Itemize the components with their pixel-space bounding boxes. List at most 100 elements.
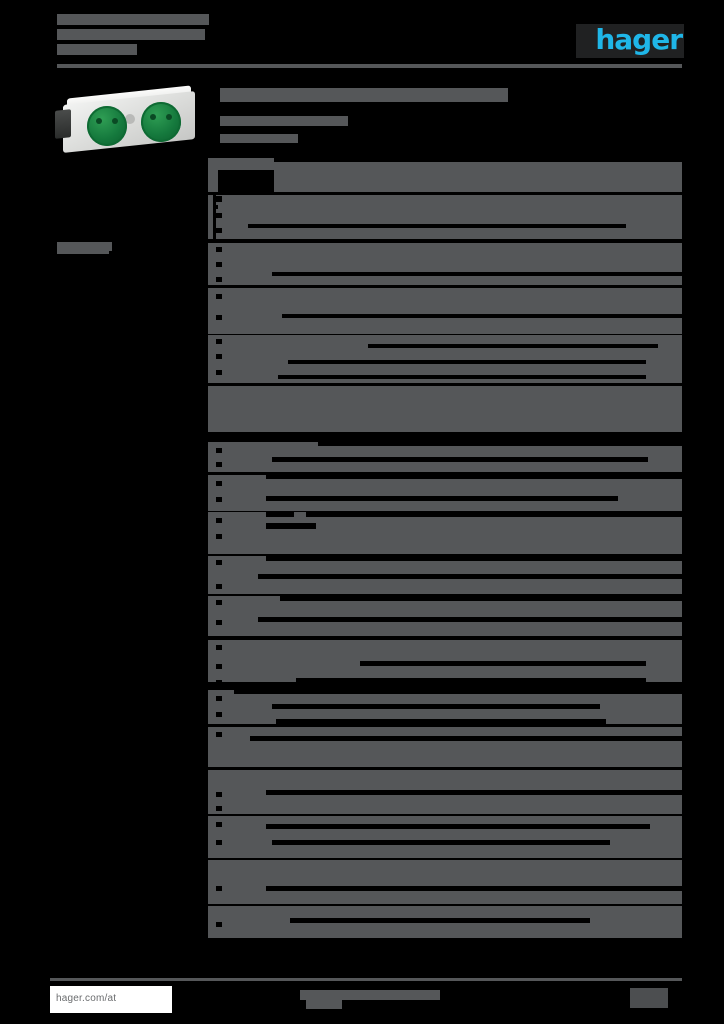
header-divider	[57, 64, 682, 68]
label-gap	[216, 560, 222, 565]
band-gap	[272, 840, 610, 845]
band-gap	[258, 574, 682, 579]
label-gap	[216, 228, 222, 233]
label-gap	[216, 462, 222, 467]
label-gap	[216, 664, 222, 669]
label-gap	[216, 712, 222, 717]
footer-center-text-2	[306, 1000, 342, 1009]
label-gap	[216, 732, 222, 737]
band-gap	[266, 475, 682, 479]
band-gap	[272, 704, 600, 709]
page-subtitle-line	[220, 116, 348, 126]
socket-hole-icon	[112, 118, 118, 124]
band-gap	[266, 886, 682, 891]
product-photo-socket-right	[141, 102, 181, 142]
section-1-band-b	[208, 195, 682, 239]
section-3-band-b	[208, 727, 682, 767]
section-2-band-c	[208, 512, 682, 554]
band-gap	[266, 523, 316, 529]
socket-hole-icon	[96, 118, 102, 124]
label-gap	[216, 822, 222, 827]
band-gap	[266, 496, 618, 501]
band-gap	[266, 824, 650, 829]
section-1-band-a	[208, 158, 682, 192]
socket-hole-icon	[150, 114, 156, 120]
label-gap	[216, 196, 222, 202]
label-gap	[216, 792, 222, 797]
footer-divider	[50, 978, 682, 981]
product-photo-socket-left	[87, 106, 127, 146]
label-gap	[216, 806, 222, 811]
band-gap	[306, 512, 682, 517]
label-gap	[213, 195, 216, 239]
header-title-line-1	[57, 14, 209, 25]
header-title-line-3	[57, 44, 137, 55]
band-gap	[258, 617, 682, 622]
label-gap	[216, 497, 222, 502]
label-gap	[216, 247, 222, 252]
band-gap	[248, 239, 634, 243]
label-gap	[216, 339, 222, 344]
label-gap	[216, 584, 222, 589]
footer-site-box[interactable]: hager.com/at	[50, 986, 172, 1013]
label-gap	[216, 840, 222, 845]
section-3-band-e	[208, 860, 682, 904]
product-photo-terminal-block	[55, 109, 71, 139]
label-gap	[216, 922, 222, 927]
band-gap	[368, 344, 658, 348]
header-title	[57, 14, 209, 55]
label-gap	[216, 645, 222, 650]
label-gap	[216, 213, 222, 218]
page-caption	[220, 134, 682, 143]
label-gap	[216, 680, 222, 685]
page-title-line	[220, 88, 508, 102]
footer-page-number	[630, 988, 668, 1008]
label-gap	[213, 205, 218, 209]
band-gap	[266, 790, 682, 795]
main-heading-group	[220, 88, 682, 147]
band-gap	[266, 512, 294, 517]
band-gap	[250, 736, 682, 741]
band-gap	[280, 596, 682, 601]
band-gap	[282, 314, 682, 318]
band-gap	[278, 375, 646, 379]
label-gap	[216, 354, 222, 359]
label-gap	[218, 170, 274, 192]
label-gap	[216, 696, 222, 701]
label-gap	[216, 481, 222, 486]
label-gap	[216, 277, 222, 282]
band-gap	[318, 442, 682, 446]
band-gap	[272, 272, 682, 276]
label-gap	[216, 518, 222, 523]
page-caption-line	[220, 134, 298, 143]
section-2-band-b	[208, 475, 682, 511]
band-gap	[290, 918, 590, 923]
section-1-band-d	[208, 288, 682, 334]
label-gap	[216, 315, 222, 320]
page-title	[220, 88, 682, 102]
logo-backdrop	[576, 24, 684, 58]
label-gap	[216, 620, 222, 625]
label-gap	[216, 534, 222, 539]
band-gap	[272, 457, 648, 462]
header-title-line-2	[57, 29, 205, 40]
section-1-band-c	[208, 243, 682, 285]
band-gap	[266, 556, 682, 561]
label-gap	[216, 370, 222, 375]
product-photo-screw	[125, 114, 135, 124]
product-caption-line-2	[57, 246, 109, 254]
page-subtitle	[220, 116, 682, 126]
label-gap	[216, 294, 222, 299]
product-photo	[55, 85, 203, 162]
band-gap	[290, 192, 682, 195]
section-1-band-f	[208, 386, 682, 432]
socket-hole-icon	[166, 114, 172, 120]
hager-logo: hager	[595, 23, 683, 56]
band-gap	[274, 158, 682, 162]
footer-site-url[interactable]: hager.com/at	[56, 993, 117, 1004]
section-3-band-d	[208, 816, 682, 858]
footer-center-text	[300, 990, 440, 1000]
section-2-band-e	[208, 596, 682, 636]
band-gap	[360, 661, 646, 666]
